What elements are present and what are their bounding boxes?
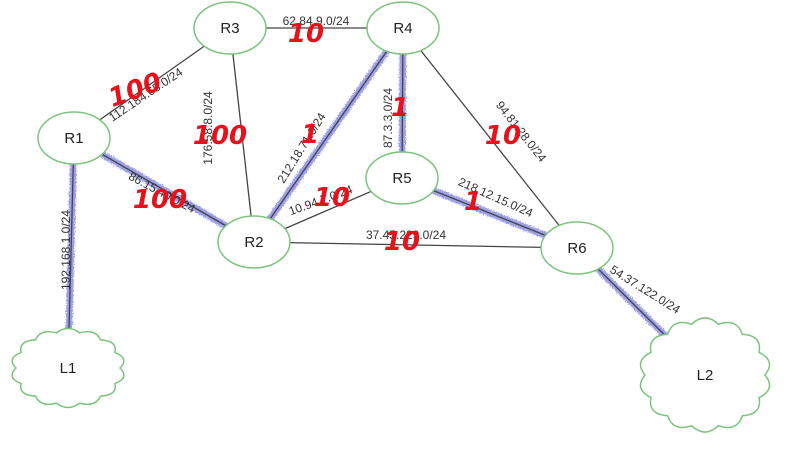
cost-label-r2-r4: 1 [301, 120, 319, 150]
link-r2-r4 [253, 27, 404, 243]
router-label: R5 [392, 170, 411, 187]
lan-cloud-l1[interactable]: L1 [11, 327, 125, 409]
cost-label-r4-r6: 10 [485, 121, 521, 151]
cost-label-r3-r2: 100 [193, 121, 247, 151]
router-shape [365, 151, 439, 205]
cost-label-r1-r2: 100 [133, 185, 187, 215]
router-r2[interactable]: R2 [217, 215, 291, 269]
network-label-r3-r2: 176.58.8.0/24 [201, 91, 215, 165]
router-label: R2 [244, 234, 263, 251]
cost-label-r2-r5: 10 [314, 183, 350, 213]
cloud-label: L2 [697, 367, 714, 384]
network-label-l1-r1: 192.168.1.0/24 [59, 210, 73, 290]
router-r6[interactable]: R6 [540, 221, 614, 275]
router-label: R6 [567, 240, 586, 257]
cloud-label: L1 [60, 360, 77, 377]
router-r1[interactable]: R1 [37, 111, 111, 165]
router-label: R4 [393, 20, 412, 37]
router-shape [217, 215, 291, 269]
router-shape [540, 221, 614, 275]
router-shape [366, 1, 440, 55]
router-label: R3 [220, 20, 239, 37]
network-label-r2-r6: 37.45.229.0/24 [366, 228, 446, 242]
link-r2-r6 [253, 241, 578, 249]
lan-cloud-l2[interactable]: L2 [639, 317, 771, 433]
router-label: R1 [64, 130, 83, 147]
router-r5[interactable]: R5 [365, 151, 439, 205]
cost-label-r4-r5: 1 [391, 93, 409, 123]
network-label-r3-r4: 62.84.9.0/24 [283, 14, 350, 28]
router-r4[interactable]: R4 [366, 1, 440, 55]
router-shape [37, 111, 111, 165]
lans: L1 L2 [11, 317, 771, 433]
cost-label-r3-r4: 10 [288, 19, 324, 49]
router-shape [193, 1, 267, 55]
router-r3[interactable]: R3 [193, 1, 267, 55]
cloud-shape [639, 317, 771, 433]
link-r4-r6 [402, 27, 578, 249]
network-label-r4-r5: 87.3.3.0/24 [381, 88, 395, 148]
link-r3-r2 [229, 27, 255, 243]
link-r1-r2 [73, 137, 255, 243]
cost-label-r5-r6: 1 [464, 187, 482, 217]
cloud-shape [11, 327, 125, 409]
cost-label-r2-r6: 10 [384, 227, 420, 257]
